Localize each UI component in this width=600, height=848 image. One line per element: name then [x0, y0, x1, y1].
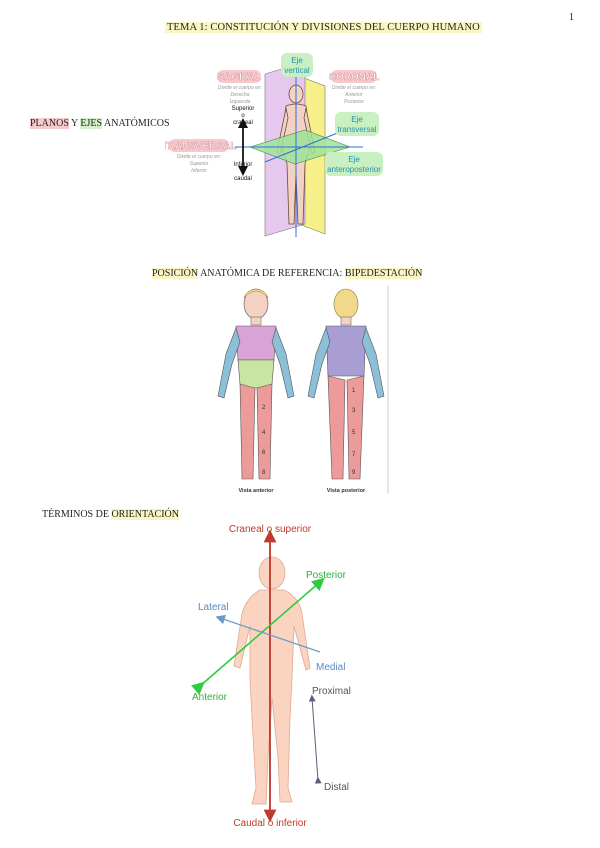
eje-transversal-1: Eje [351, 115, 363, 124]
transversal-label: TRANSVERSAL [165, 141, 237, 152]
label-posterior: Posterior [306, 570, 347, 581]
label-craneal: Craneal o superior [229, 524, 312, 535]
heading-word-terminos: TÉRMINOS DE [42, 509, 111, 520]
front-left-arm [272, 328, 294, 398]
label-lateral: Lateral [198, 602, 229, 613]
back-right-arm [308, 328, 330, 398]
heading-word-anatomicos: ANATÓMICOS [102, 118, 170, 129]
back-figure: 1 3 5 7 9 Vista posterior [308, 289, 384, 494]
back-left-leg [347, 376, 364, 479]
front-abdomen [238, 360, 274, 388]
front-caption: Vista anterior [238, 488, 274, 494]
proximal-distal-arrow [312, 698, 318, 780]
back-torso [326, 326, 366, 376]
orientation-figure: Craneal o superior Posterior Lateral Med… [180, 518, 380, 834]
heading-word-bipedestacion: BIPEDESTACIÓN [345, 268, 423, 279]
label-medial: Medial [316, 662, 345, 673]
orientation-body [234, 557, 310, 804]
superior-text-1: Superior [232, 106, 255, 112]
eje-antero-1: Eje [348, 155, 360, 164]
anatomical-position-figure: 2 4 6 8 Vista anterior 1 3 5 7 9 Vista p… [200, 284, 390, 496]
heading-word-y: Y [69, 118, 80, 129]
front-right-leg [240, 384, 255, 479]
front-thorax [236, 326, 276, 360]
heading-word-anatomica: ANATÓMICA DE REFERENCIA: [198, 268, 345, 279]
back-head [334, 289, 358, 319]
section-heading-planos: PLANOS Y EJES ANATÓMICOS [30, 118, 170, 129]
planes-axes-figure: SAGITAL Divide el cuerpo en: Derecha Izq… [165, 52, 385, 242]
sagital-desc-3: Izquierda [230, 99, 251, 105]
label-caudal: Caudal o inferior [233, 818, 307, 829]
front-right-arm [218, 328, 240, 398]
front-figure: 2 4 6 8 Vista anterior [218, 289, 294, 494]
back-left-arm [362, 328, 384, 398]
page-number: 1 [569, 12, 574, 23]
eje-vertical-2: vertical [284, 66, 310, 75]
page-title: TEMA 1: CONSTITUCIÓN Y DIVISIONES DEL CU… [165, 22, 482, 33]
back-caption: Vista posterior [327, 488, 366, 494]
eje-vertical-1: Eje [291, 56, 303, 65]
superior-text-2: o [241, 113, 245, 119]
section-heading-orientacion: TÉRMINOS DE ORIENTACIÓN [42, 509, 179, 520]
eje-antero-2: anteroposterior [327, 165, 381, 174]
coronal-desc-1: Divide el cuerpo en: [332, 85, 377, 91]
transversal-desc-2: Superior [190, 161, 209, 167]
coronal-desc-3: Posterior [344, 99, 364, 105]
heading-word-posicion: POSICIÓN [152, 268, 198, 279]
heading-word-orientacion: ORIENTACIÓN [111, 509, 179, 520]
sagital-label: SAGITAL [217, 72, 260, 83]
label-anterior: Anterior [192, 692, 228, 703]
sagital-desc-1: Divide el cuerpo en: [218, 85, 263, 91]
transversal-desc-1: Divide el cuerpo en: [177, 154, 222, 160]
transversal-desc-3: Inferior [191, 168, 207, 174]
section-heading-posicion: POSICIÓN ANATÓMICA DE REFERENCIA: BIPEDE… [152, 268, 422, 279]
superior-text-3: craneal [233, 120, 253, 126]
label-distal: Distal [324, 782, 349, 793]
eje-transversal-2: transversal [337, 125, 376, 134]
coronal-label: CORONAL [329, 72, 380, 83]
sagital-desc-2: Derecha [231, 92, 250, 98]
heading-word-planos: PLANOS [30, 118, 69, 129]
inferior-text-1: Inferior [234, 162, 253, 168]
coronal-desc-2: Anterior [344, 92, 363, 98]
inferior-text-3: caudal [234, 176, 252, 182]
label-proximal: Proximal [312, 686, 351, 697]
heading-word-ejes: EJES [80, 118, 102, 129]
back-right-leg [328, 376, 345, 479]
